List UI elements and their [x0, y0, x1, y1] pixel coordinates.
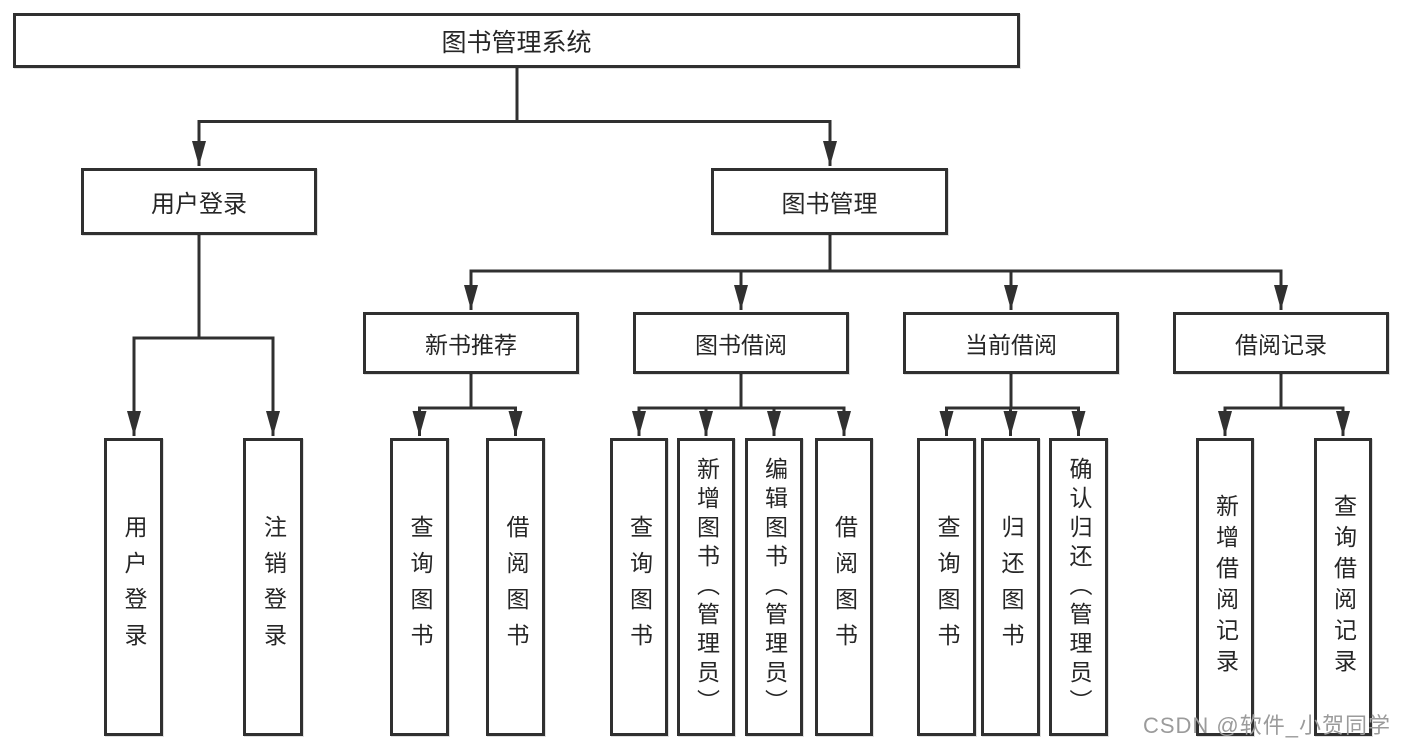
leaf-add-book-admin-label: 新增图书（管理员） — [693, 456, 720, 718]
node-borrow-records-label: 借阅记录 — [1235, 332, 1327, 358]
connector-book-borrow-to-leaves — [632, 374, 851, 436]
node-new-book-recommend: 新书推荐 — [363, 312, 579, 374]
connector-current-borrow-to-leaves — [939, 374, 1086, 436]
connector-user-login-to-leaves — [127, 235, 280, 436]
leaf-add-book-admin: 新增图书（管理员） — [677, 438, 735, 736]
leaf-search-borrow-record: 查询借阅记录 — [1314, 438, 1372, 736]
connector-book-management-to-level3 — [464, 235, 1288, 310]
leaf-confirm-return-admin: 确认归还（管理员） — [1049, 438, 1108, 736]
leaf-search-books-recommend: 查询图书 — [390, 438, 449, 736]
node-book-borrow-label: 图书借阅 — [695, 332, 787, 358]
leaf-logout-label: 注销登录 — [260, 515, 287, 659]
node-root: 图书管理系统 — [13, 13, 1020, 68]
leaf-user-login: 用户登录 — [104, 438, 163, 736]
leaf-edit-book-admin: 编辑图书（管理员） — [745, 438, 803, 736]
node-user-login: 用户登录 — [81, 168, 317, 235]
leaf-borrow-books-recommend-label: 借阅图书 — [503, 515, 529, 659]
leaf-borrow-books-label: 借阅图书 — [831, 515, 858, 659]
leaf-add-borrow-record: 新增借阅记录 — [1196, 438, 1254, 736]
leaf-user-login-label: 用户登录 — [121, 515, 147, 659]
leaf-borrow-books: 借阅图书 — [815, 438, 873, 736]
leaf-search-books-borrow: 查询图书 — [610, 438, 668, 736]
node-book-borrow: 图书借阅 — [633, 312, 849, 374]
leaf-return-book-label: 归还图书 — [998, 515, 1024, 659]
node-new-book-recommend-label: 新书推荐 — [425, 332, 517, 358]
leaf-search-borrow-record-label: 查询借阅记录 — [1330, 494, 1357, 680]
connector-root-to-level2 — [192, 68, 837, 166]
leaf-edit-book-admin-label: 编辑图书（管理员） — [761, 456, 788, 718]
leaf-borrow-books-recommend: 借阅图书 — [486, 438, 545, 736]
leaf-search-books-current: 查询图书 — [917, 438, 976, 736]
leaf-confirm-return-admin-label: 确认归还（管理员） — [1066, 456, 1092, 718]
leaf-search-books-current-label: 查询图书 — [934, 515, 960, 659]
node-book-management: 图书管理 — [711, 168, 948, 235]
connector-borrow-records-to-leaves — [1218, 374, 1350, 436]
node-root-label: 图书管理系统 — [441, 28, 592, 57]
leaf-return-book: 归还图书 — [981, 438, 1040, 736]
watermark: CSDN @软件_小贺同学 — [1142, 713, 1391, 738]
node-user-login-label: 用户登录 — [151, 191, 247, 218]
connector-new-book-recommend-to-leaves — [412, 374, 523, 436]
leaf-add-borrow-record-label: 新增借阅记录 — [1212, 494, 1239, 680]
node-borrow-records: 借阅记录 — [1173, 312, 1389, 374]
leaf-search-books-borrow-label: 查询图书 — [626, 515, 653, 659]
leaf-search-books-recommend-label: 查询图书 — [407, 515, 433, 659]
leaf-logout: 注销登录 — [243, 438, 303, 736]
node-book-management-label: 图书管理 — [781, 191, 878, 218]
node-current-borrow-label: 当前借阅 — [965, 332, 1057, 358]
node-current-borrow: 当前借阅 — [903, 312, 1119, 374]
